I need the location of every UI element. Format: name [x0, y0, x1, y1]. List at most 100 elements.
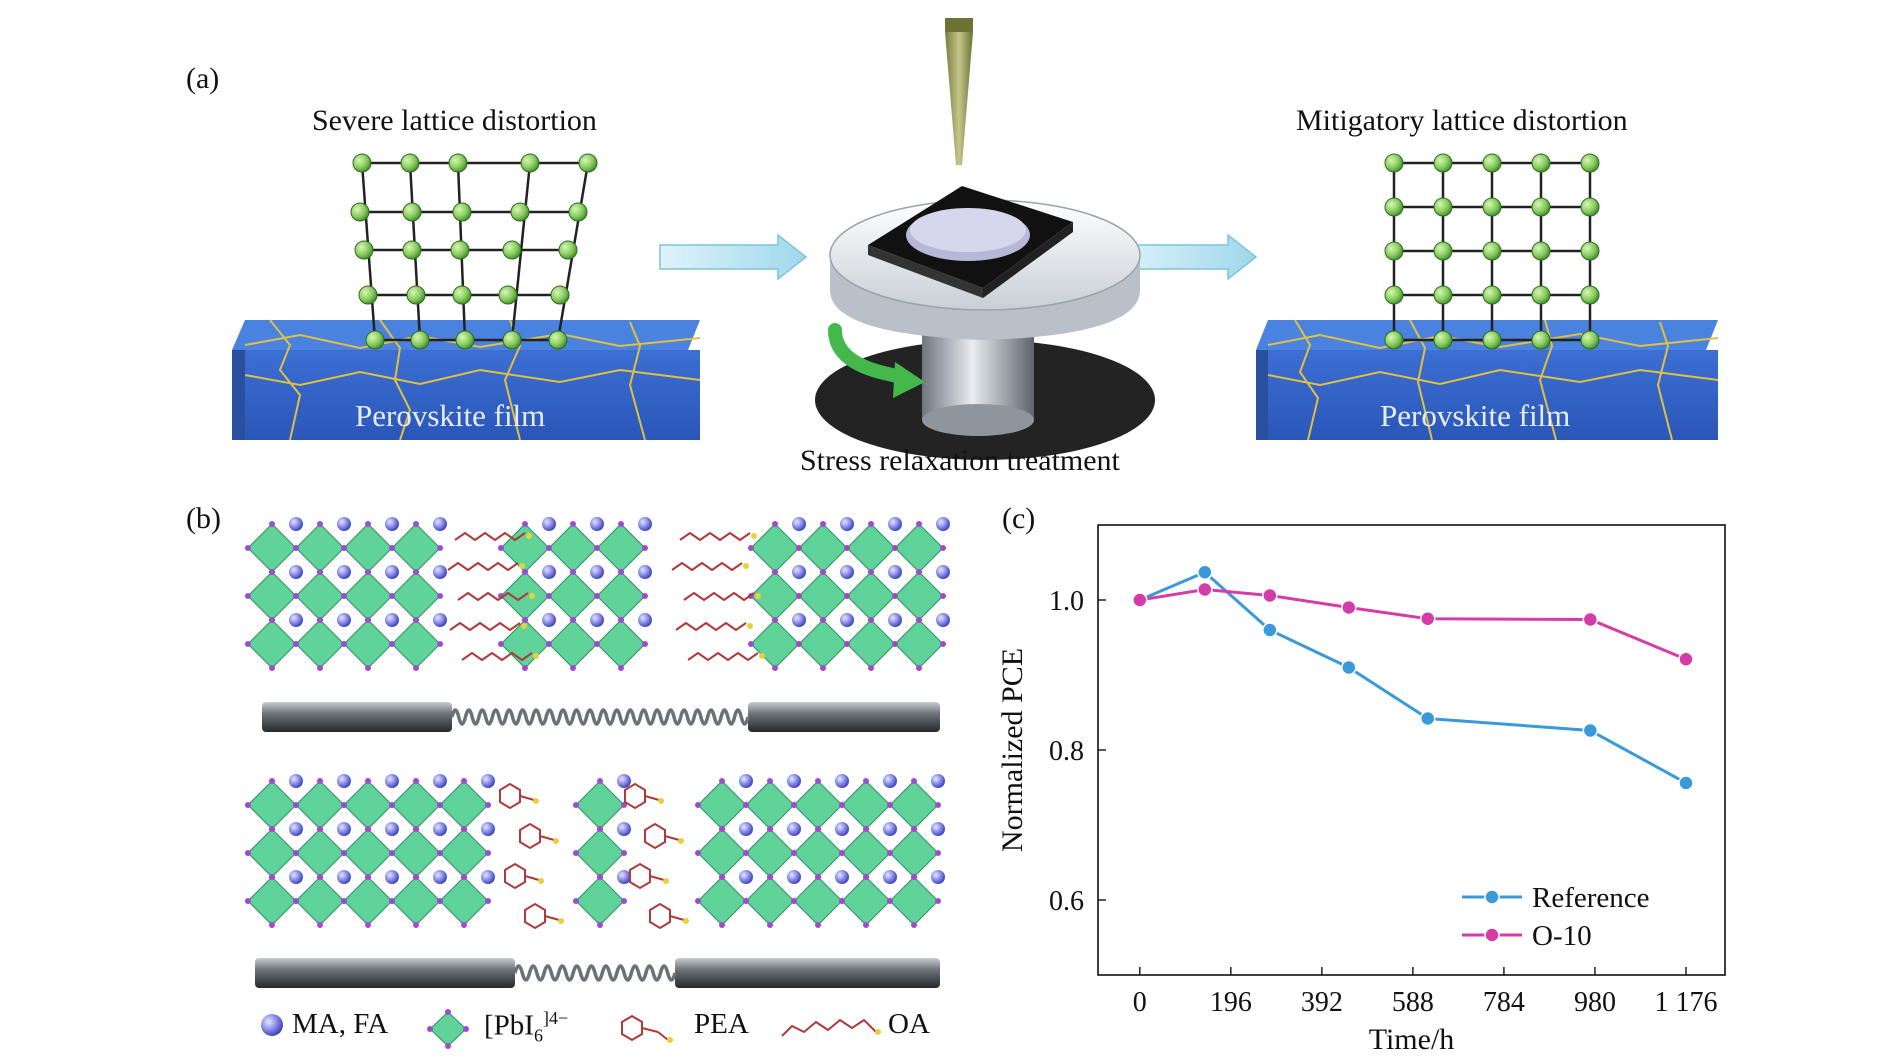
- cation-sphere: [481, 870, 495, 884]
- pbi6-octahedron: [745, 876, 795, 926]
- panel-a-illustration: [232, 18, 1719, 460]
- pbi6-octahedron: [391, 523, 441, 573]
- octahedra-blocks: [245, 517, 950, 928]
- pbi6-octahedron: [247, 780, 297, 830]
- pbi6-octahedron: [295, 523, 345, 573]
- data-point: [1262, 622, 1278, 638]
- legend-pea-label: PEA: [694, 1008, 749, 1040]
- pbi6-octahedron: [500, 523, 550, 573]
- pbi6-octahedron: [596, 523, 646, 573]
- oa-chain: [683, 591, 755, 602]
- pbi6-octahedron: [439, 876, 489, 926]
- cation-sphere: [835, 822, 849, 836]
- oa-chain: [671, 561, 743, 572]
- cation-sphere: [433, 774, 447, 788]
- oa-chain: [679, 531, 751, 542]
- left-lattice-title: Severe lattice distortion: [312, 104, 597, 137]
- cation-sphere: [385, 870, 399, 884]
- cation-sphere: [433, 870, 447, 884]
- cation-sphere: [617, 822, 631, 836]
- regular-lattice-nodes: [1384, 153, 1600, 350]
- pea-ring: [644, 822, 666, 850]
- pbi6-octahedron: [841, 828, 891, 878]
- distorted-lattice: [360, 161, 590, 342]
- left-perovskite-film: [232, 319, 701, 441]
- x-tick-label: 588: [1392, 987, 1434, 1018]
- x-tick-label: 0: [1133, 987, 1147, 1018]
- cation-sphere: [542, 565, 556, 579]
- pbi6-octahedron: [894, 523, 944, 573]
- cation-sphere: [888, 613, 902, 627]
- cation-sphere: [289, 565, 303, 579]
- cation-sphere: [787, 870, 801, 884]
- cation-sphere: [385, 565, 399, 579]
- pbi6-octahedron: [745, 780, 795, 830]
- x-axis-label: Time/h: [1369, 1023, 1455, 1056]
- y-tick-label: 0.6: [1049, 886, 1084, 917]
- pbi6-octahedron: [697, 876, 747, 926]
- y-tick-label: 1.0: [1049, 586, 1084, 617]
- legend-oa-icon: [781, 1018, 881, 1037]
- spin-coater: [815, 18, 1155, 460]
- cation-sphere: [883, 822, 897, 836]
- pbi6-octahedron: [596, 571, 646, 621]
- pbi6-octahedron: [894, 619, 944, 669]
- cation-sphere: [840, 517, 854, 531]
- pbi6-octahedron: [343, 876, 393, 926]
- pea-ring: [499, 782, 521, 810]
- cation-sphere: [337, 613, 351, 627]
- oa-chain: [454, 531, 526, 542]
- oa-chain: [447, 561, 519, 572]
- cation-sphere: [931, 774, 945, 788]
- pbi6-octahedron: [889, 828, 939, 878]
- pbi6-octahedron: [247, 571, 297, 621]
- pbi6-octahedron: [575, 780, 625, 830]
- cation-sphere: [638, 517, 652, 531]
- cation-sphere: [289, 774, 303, 788]
- pbi6-octahedron: [343, 619, 393, 669]
- cation-sphere: [931, 870, 945, 884]
- pbi6-octahedron: [798, 571, 848, 621]
- cation-sphere: [936, 565, 950, 579]
- data-point: [1582, 722, 1599, 739]
- cation-sphere: [433, 565, 447, 579]
- pbi6-octahedron: [247, 828, 297, 878]
- x-tick-label: 980: [1574, 987, 1616, 1018]
- data-point: [1341, 599, 1357, 616]
- cation-sphere: [739, 870, 753, 884]
- cation-sphere: [289, 517, 303, 531]
- y-tick-label: 0.8: [1049, 736, 1084, 767]
- data-point: [1197, 564, 1213, 580]
- pbi6-octahedron: [889, 876, 939, 926]
- legend-oa-label: OA: [888, 1008, 930, 1040]
- pbi6-octahedron: [846, 619, 896, 669]
- oa-chain: [675, 621, 747, 632]
- pbi6-octahedron: [548, 571, 598, 621]
- data-point: [1341, 659, 1357, 676]
- cation-sphere: [931, 822, 945, 836]
- cation-sphere: [385, 517, 399, 531]
- pbi6-octahedron: [439, 780, 489, 830]
- x-tick-label: 196: [1210, 987, 1252, 1018]
- pea-ring: [624, 782, 646, 810]
- oa-chain: [449, 621, 521, 632]
- cation-sphere: [792, 517, 806, 531]
- cation-sphere: [337, 870, 351, 884]
- process-arrow-left: [659, 233, 808, 281]
- pea-ring: [519, 822, 541, 850]
- cation-sphere: [883, 774, 897, 788]
- cation-sphere: [289, 613, 303, 627]
- data-point: [1420, 611, 1436, 627]
- pbi6-octahedron: [841, 876, 891, 926]
- pbi6-octahedron: [697, 828, 747, 878]
- data-point: [1582, 611, 1599, 628]
- pbi6-octahedron: [889, 780, 939, 830]
- data-point: [1197, 581, 1213, 598]
- pbi6-octahedron: [343, 523, 393, 573]
- pbi6-octahedron: [798, 619, 848, 669]
- cation-sphere: [385, 774, 399, 788]
- left-film-label: Perovskite film: [355, 398, 546, 433]
- pbi6-octahedron: [391, 571, 441, 621]
- distorted-lattice-nodes: [350, 153, 598, 350]
- panel-b-illustration: [245, 517, 950, 1049]
